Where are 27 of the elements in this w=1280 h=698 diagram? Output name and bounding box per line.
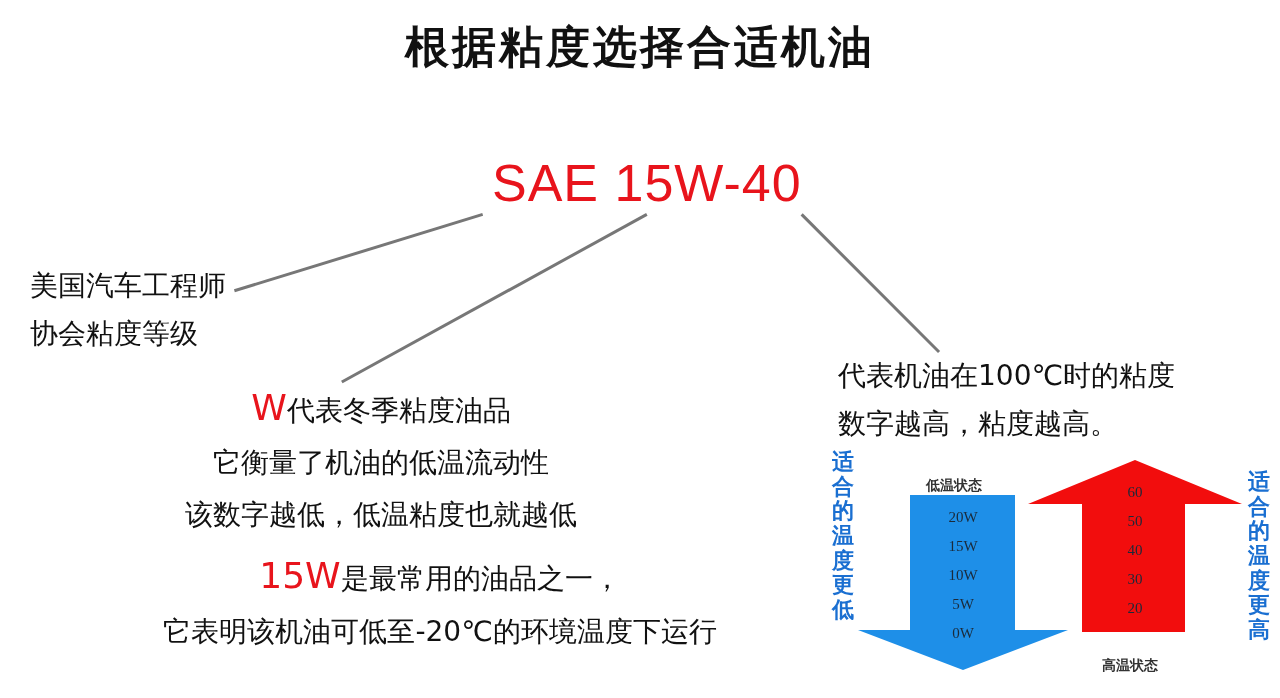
note-text: 15W是最常用的油品之一， xyxy=(259,554,621,598)
leader-line xyxy=(341,213,648,384)
state-label: 高温状态 xyxy=(1102,657,1158,675)
annotation-text: 数字越高，粘度越高。 xyxy=(838,406,1119,442)
state-label: 低温状态 xyxy=(926,477,982,495)
vertical-caption: 适合的温度更高 xyxy=(1248,470,1270,643)
grade-value: 10W xyxy=(947,567,979,584)
annotation-text: 美国汽车工程师协会粘度等级 xyxy=(30,268,227,352)
title: 根据粘度选择合适机油 xyxy=(403,20,876,74)
grade-value: 40 xyxy=(1126,542,1144,559)
grade-value: 20 xyxy=(1126,600,1144,617)
grade-value: 20W xyxy=(947,509,979,526)
grade-value: 30 xyxy=(1126,571,1144,588)
grade-value: 60 xyxy=(1126,484,1144,501)
grade-value: 5W xyxy=(951,596,975,613)
grade-value: 15W xyxy=(947,538,979,555)
leader-line xyxy=(233,212,484,293)
grade-value: 50 xyxy=(1126,513,1144,530)
annotation-text: 代表机油在100℃时的粘度 xyxy=(838,358,1175,394)
annotation-text: W代表冬季粘度油品 xyxy=(251,386,511,430)
vertical-caption: 适合的温度更低 xyxy=(832,450,854,623)
annotation-text: 它衡量了机油的低温流动性 xyxy=(213,445,549,481)
viscosity-grade-code: SAE 15W-40 xyxy=(492,152,802,215)
leader-line xyxy=(800,213,941,354)
annotation-text: 该数字越低，低温粘度也就越低 xyxy=(185,497,577,533)
note-text: 它表明该机油可低至-20℃的环境温度下运行 xyxy=(163,614,717,650)
grade-value: 0W xyxy=(951,625,975,642)
